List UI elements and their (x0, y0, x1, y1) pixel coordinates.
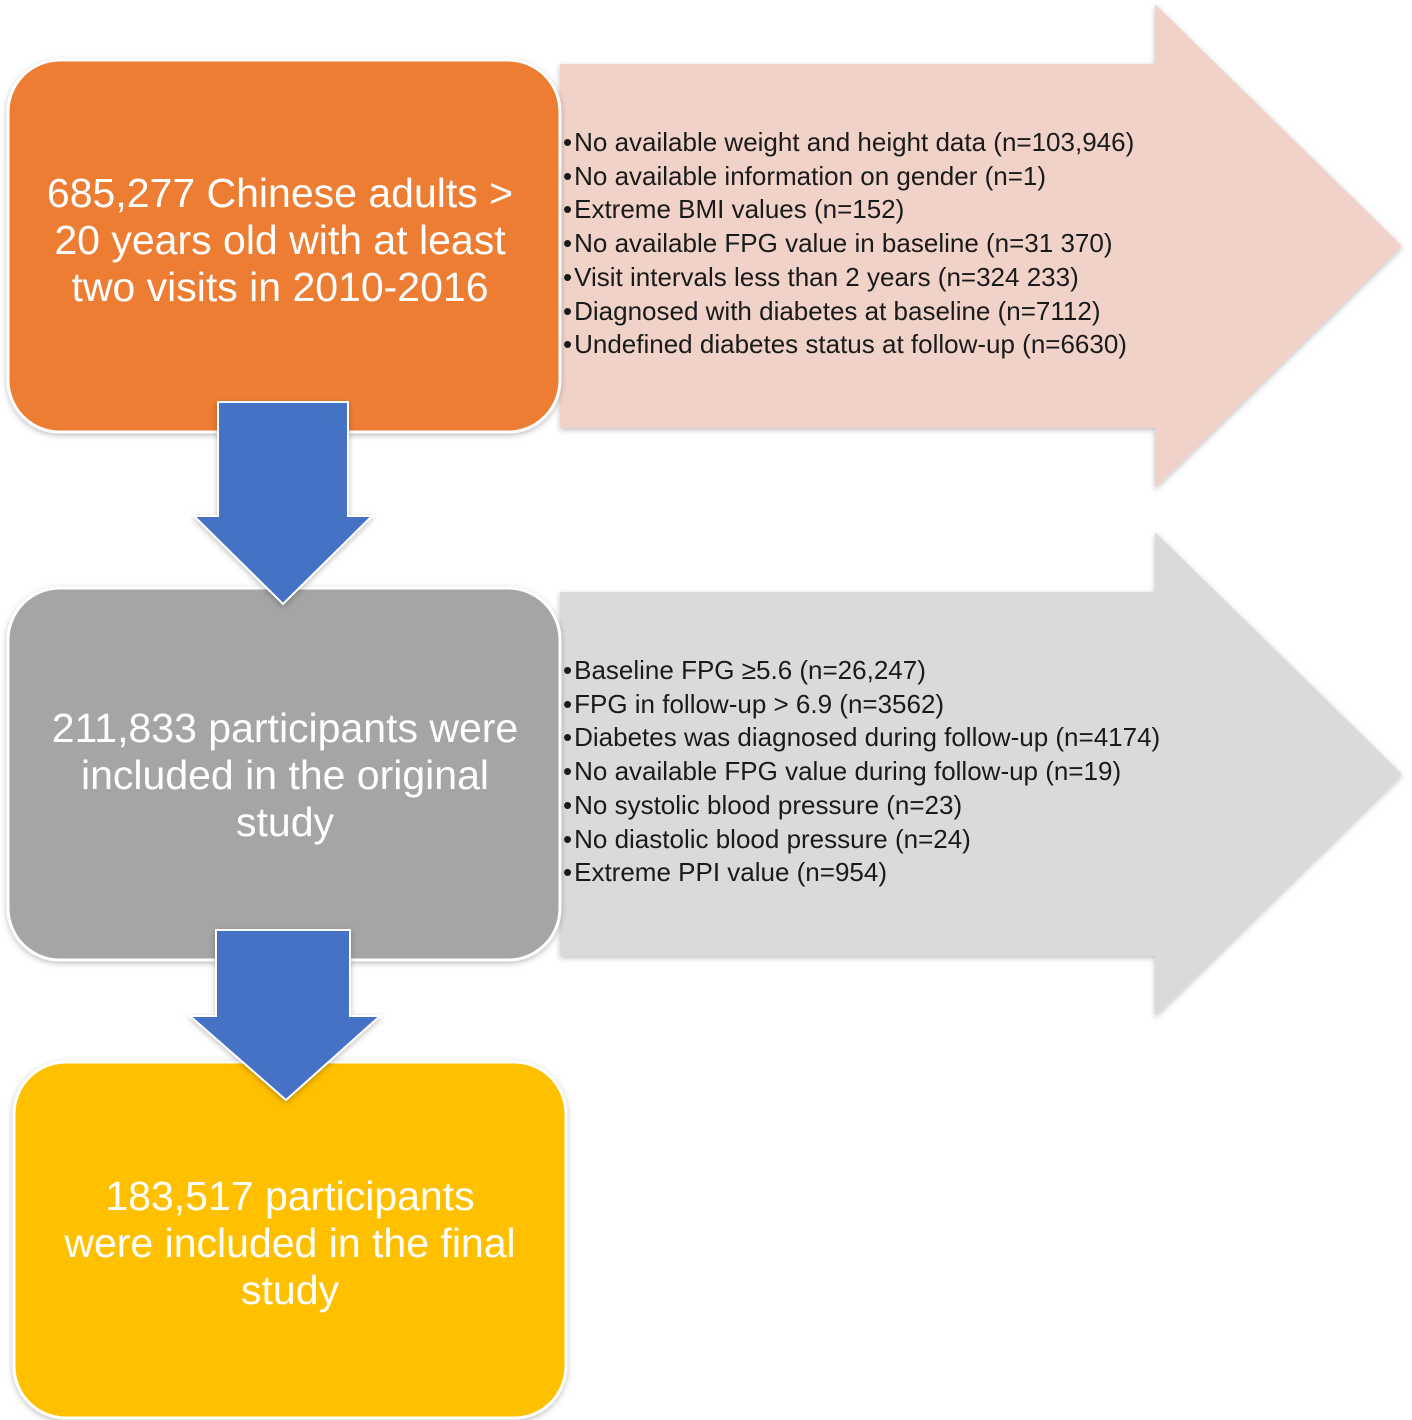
exclusion-item: Baseline FPG ≥5.6 (n=26,247) (563, 654, 1160, 688)
down-arrow-2 (187, 929, 383, 1102)
exclusion-item: No systolic blood pressure (n=23) (563, 789, 1160, 823)
exclusion-item: Visit intervals less than 2 years (n=324… (563, 261, 1134, 295)
exclusion-item: No available FPG value during follow-up … (563, 755, 1160, 789)
exclusion-item: Diagnosed with diabetes at baseline (n=7… (563, 295, 1134, 329)
exclusion-item: No available weight and height data (n=1… (563, 126, 1134, 160)
exclusion-item: Undefined diabetes status at follow-up (… (563, 328, 1134, 362)
exclusion-list-top: No available weight and height data (n=1… (563, 126, 1134, 362)
exclusion-item: No diastolic blood pressure (n=24) (563, 823, 1160, 857)
exclusion-item: Extreme BMI values (n=152) (563, 193, 1134, 227)
middle-box-text: 211,833 participants were included in th… (51, 704, 519, 845)
exclusion-item: FPG in follow-up > 6.9 (n=3562) (563, 688, 1160, 722)
exclusion-list-bottom: Baseline FPG ≥5.6 (n=26,247) FPG in foll… (563, 654, 1160, 890)
exclusion-item: No available FPG value in baseline (n=31… (563, 227, 1134, 261)
down-arrow-1 (191, 401, 375, 606)
exclusion-item: Extreme PPI value (n=954) (563, 856, 1160, 890)
top-box-text: 685,277 Chinese adults > 20 years old wi… (46, 169, 514, 310)
exclusion-item: Diabetes was diagnosed during follow-up … (563, 721, 1160, 755)
bottom-box-text: 183,517 participants were included in th… (64, 1172, 516, 1313)
exclusion-item: No available information on gender (n=1) (563, 160, 1134, 194)
